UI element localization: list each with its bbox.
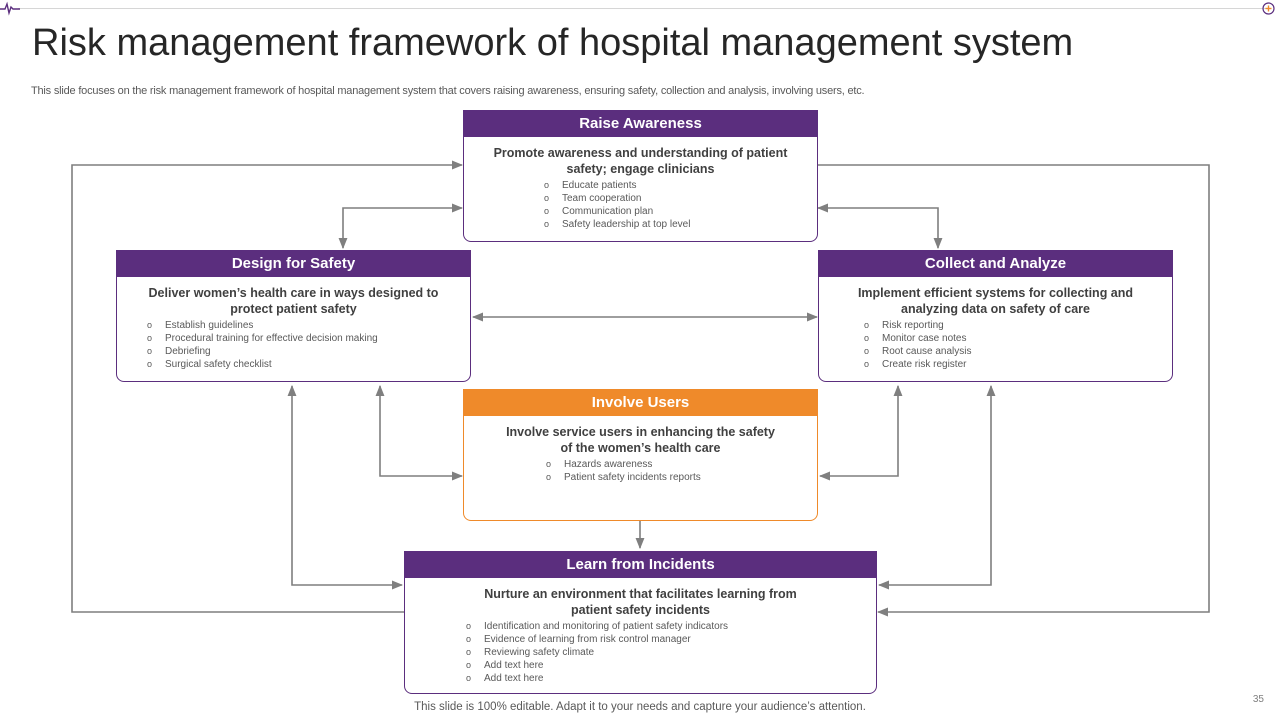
top-divider — [18, 8, 1266, 9]
list-item: Hazards awareness — [546, 458, 817, 471]
page-number: 35 — [1252, 694, 1264, 705]
list-item: Reviewing safety climate — [466, 646, 876, 659]
box-header: Raise Awareness — [464, 111, 817, 137]
arrow-raise-design — [338, 203, 464, 250]
list-item: Communication plan — [544, 205, 817, 218]
box-list: Hazards awareness Patient safety inciden… — [546, 458, 817, 484]
box-description: Deliver women’s health care in ways desi… — [148, 286, 439, 316]
box-description: Promote awareness and understanding of p… — [493, 146, 788, 176]
box-raise-awareness: Raise Awareness Promote awareness and un… — [463, 110, 818, 242]
box-collect-and-analyze: Collect and Analyze Implement efficient … — [818, 250, 1173, 382]
arrow-collect-involve — [818, 384, 903, 481]
box-design-for-safety: Design for Safety Deliver women’s health… — [116, 250, 471, 382]
list-item: Procedural training for effective decisi… — [147, 332, 470, 345]
footer-note: This slide is 100% editable. Adapt it to… — [414, 701, 866, 713]
list-item: Root cause analysis — [864, 345, 1172, 358]
list-item: Establish guidelines — [147, 319, 470, 332]
list-item: Debriefing — [147, 345, 470, 358]
arrow-outer-right — [818, 164, 1210, 617]
list-item: Identification and monitoring of patient… — [466, 620, 876, 633]
box-list: Risk reporting Monitor case notes Root c… — [864, 319, 1172, 371]
arrow-outer-left — [71, 160, 464, 613]
list-item: Add text here — [466, 659, 876, 672]
list-item: Team cooperation — [544, 192, 817, 205]
box-header: Involve Users — [464, 390, 817, 416]
box-header: Learn from Incidents — [405, 552, 876, 578]
box-header: Design for Safety — [117, 251, 470, 277]
pulse-icon — [0, 1, 20, 16]
list-item: Safety leadership at top level — [544, 218, 817, 231]
box-learn-from-incidents: Learn from Incidents Nurture an environm… — [404, 551, 877, 694]
list-item: Create risk register — [864, 358, 1172, 371]
list-item: Monitor case notes — [864, 332, 1172, 345]
box-involve-users: Involve Users Involve service users in e… — [463, 389, 818, 521]
arrow-collect-learn — [877, 384, 996, 590]
box-list: Educate patients Team cooperation Commun… — [544, 179, 817, 231]
box-description: Nurture an environment that facilitates … — [484, 587, 797, 617]
list-item: Educate patients — [544, 179, 817, 192]
plus-circle-icon — [1262, 2, 1275, 15]
page-subtitle: This slide focuses on the risk managemen… — [31, 85, 865, 97]
list-item: Surgical safety checklist — [147, 358, 470, 371]
box-header: Collect and Analyze — [819, 251, 1172, 277]
arrow-design-involve — [375, 384, 464, 481]
list-item: Patient safety incidents reports — [546, 471, 817, 484]
list-item: Evidence of learning from risk control m… — [466, 633, 876, 646]
box-list: Establish guidelines Procedural training… — [147, 319, 470, 371]
box-list: Identification and monitoring of patient… — [466, 620, 876, 685]
box-description: Implement efficient systems for collecti… — [857, 286, 1134, 316]
page-title: Risk management framework of hospital ma… — [32, 22, 1074, 64]
arrow-raise-collect — [816, 203, 943, 250]
list-item: Risk reporting — [864, 319, 1172, 332]
arrow-design-learn — [287, 384, 404, 590]
box-description: Involve service users in enhancing the s… — [506, 425, 775, 455]
list-item: Add text here — [466, 672, 876, 685]
